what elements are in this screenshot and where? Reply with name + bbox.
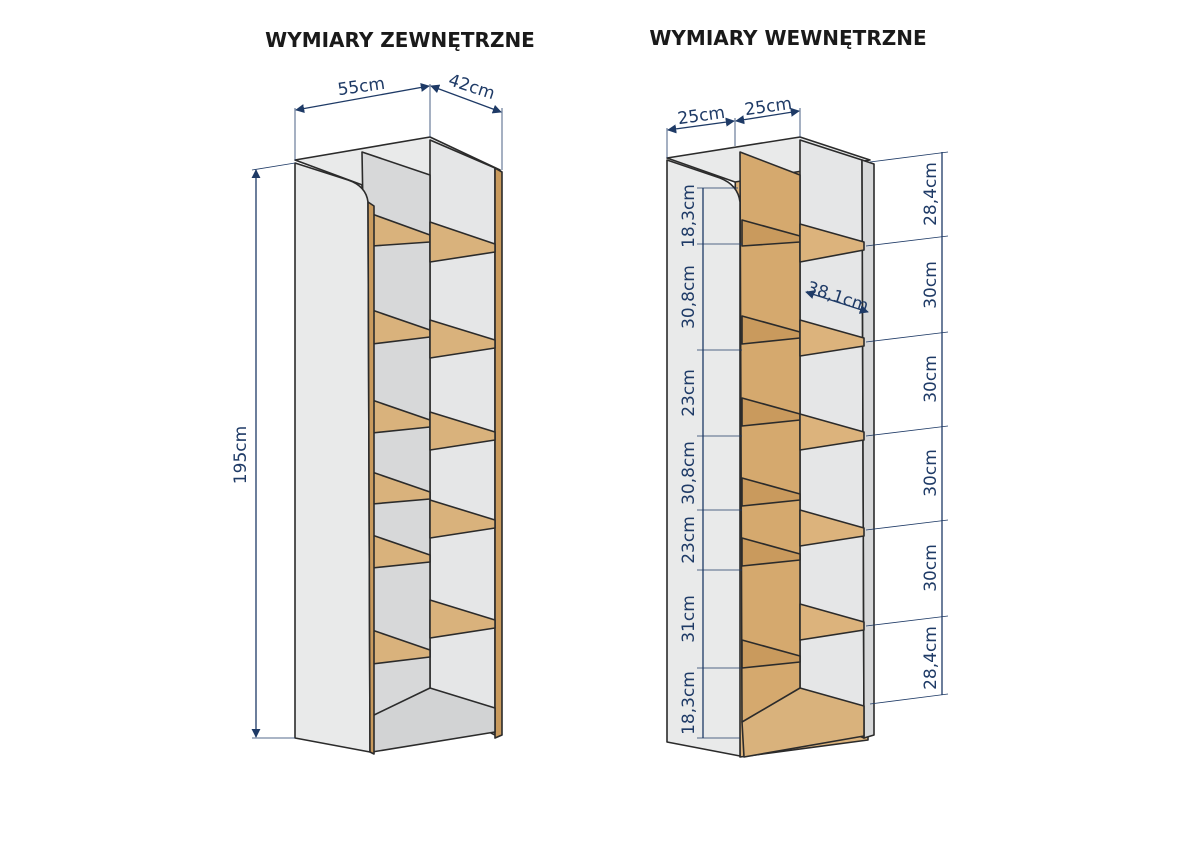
dim-height: 195cm <box>231 426 251 484</box>
dim-width: 55cm <box>336 74 386 100</box>
dim-depth: 42cm <box>446 70 497 104</box>
left-edge-wood <box>367 201 375 755</box>
dim-right-4: 30cm <box>921 449 941 497</box>
title-internal: WYMIARY WEWNĘTRZNE <box>649 26 926 50</box>
right-shelves <box>429 221 496 639</box>
dim-left-5: 23cm <box>679 516 699 564</box>
internal-dimensions: 25cm 25cm 38,1cm 18,3cm 30,8cm 23cm 30,8… <box>666 94 949 739</box>
dim-top-left: 25cm <box>676 103 726 129</box>
external-cabinet <box>294 136 503 755</box>
dim-right-2: 30cm <box>921 261 941 309</box>
dim-left-2: 30,8cm <box>679 265 699 329</box>
dim-left-6: 31cm <box>679 595 699 643</box>
right-edge-wood <box>494 167 503 739</box>
title-external: WYMIARY ZEWNĘTRZNE <box>265 28 535 52</box>
plinth <box>741 687 865 758</box>
dim-left-1: 18,3cm <box>679 184 699 248</box>
dim-right-5: 30cm <box>921 544 941 592</box>
dim-right-6: 28,4cm <box>921 626 941 690</box>
dim-top-right: 25cm <box>743 94 793 120</box>
external-dimensions: 55cm 42cm 195cm <box>231 70 503 739</box>
dim-right-3: 30cm <box>921 355 941 403</box>
dim-left-4: 30,8cm <box>679 441 699 505</box>
right-shelves <box>799 223 865 641</box>
dim-right-1: 28,4cm <box>921 162 941 226</box>
left-side-panel <box>294 162 371 753</box>
dim-left-7: 18,3cm <box>679 671 699 735</box>
left-shelves <box>741 219 801 669</box>
dim-left-3: 23cm <box>679 369 699 417</box>
